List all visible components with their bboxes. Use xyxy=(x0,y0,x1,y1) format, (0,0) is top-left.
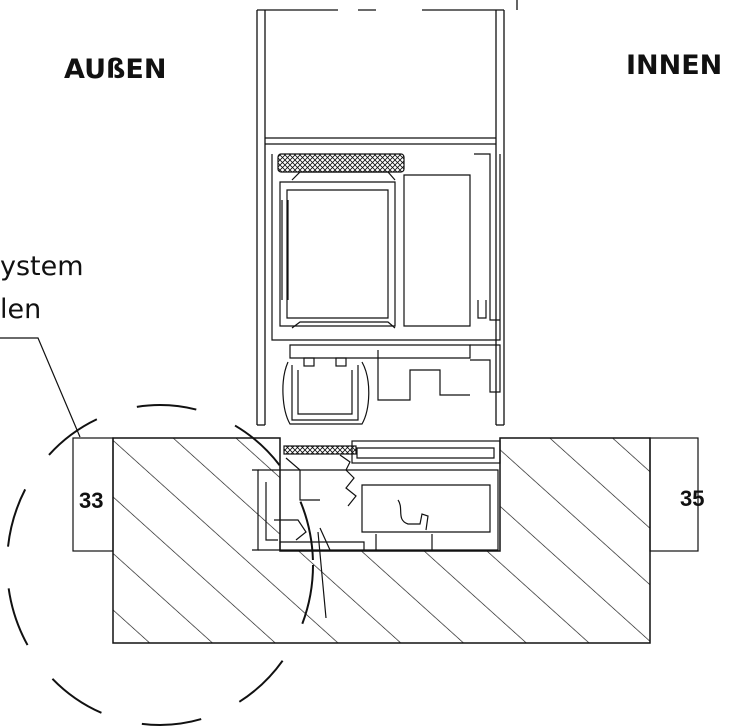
dimension-left-value: 33 xyxy=(79,488,103,513)
inside-label: INNEN xyxy=(626,50,722,81)
sash-profile xyxy=(271,153,501,341)
dimension-left: 33 xyxy=(72,437,114,552)
outside-label: AUßEN xyxy=(64,54,166,85)
threshold-profile xyxy=(252,440,501,619)
glazing-pane xyxy=(256,0,518,426)
dimension-right-value: 35 xyxy=(680,486,704,511)
dimension-right: 35 xyxy=(649,437,704,552)
callout-label-line1: ystem xyxy=(0,251,84,282)
floor-block xyxy=(112,437,651,644)
frame-profile xyxy=(282,344,501,425)
callout-leader-line xyxy=(0,337,81,438)
callout-label-line2: len xyxy=(0,294,41,325)
